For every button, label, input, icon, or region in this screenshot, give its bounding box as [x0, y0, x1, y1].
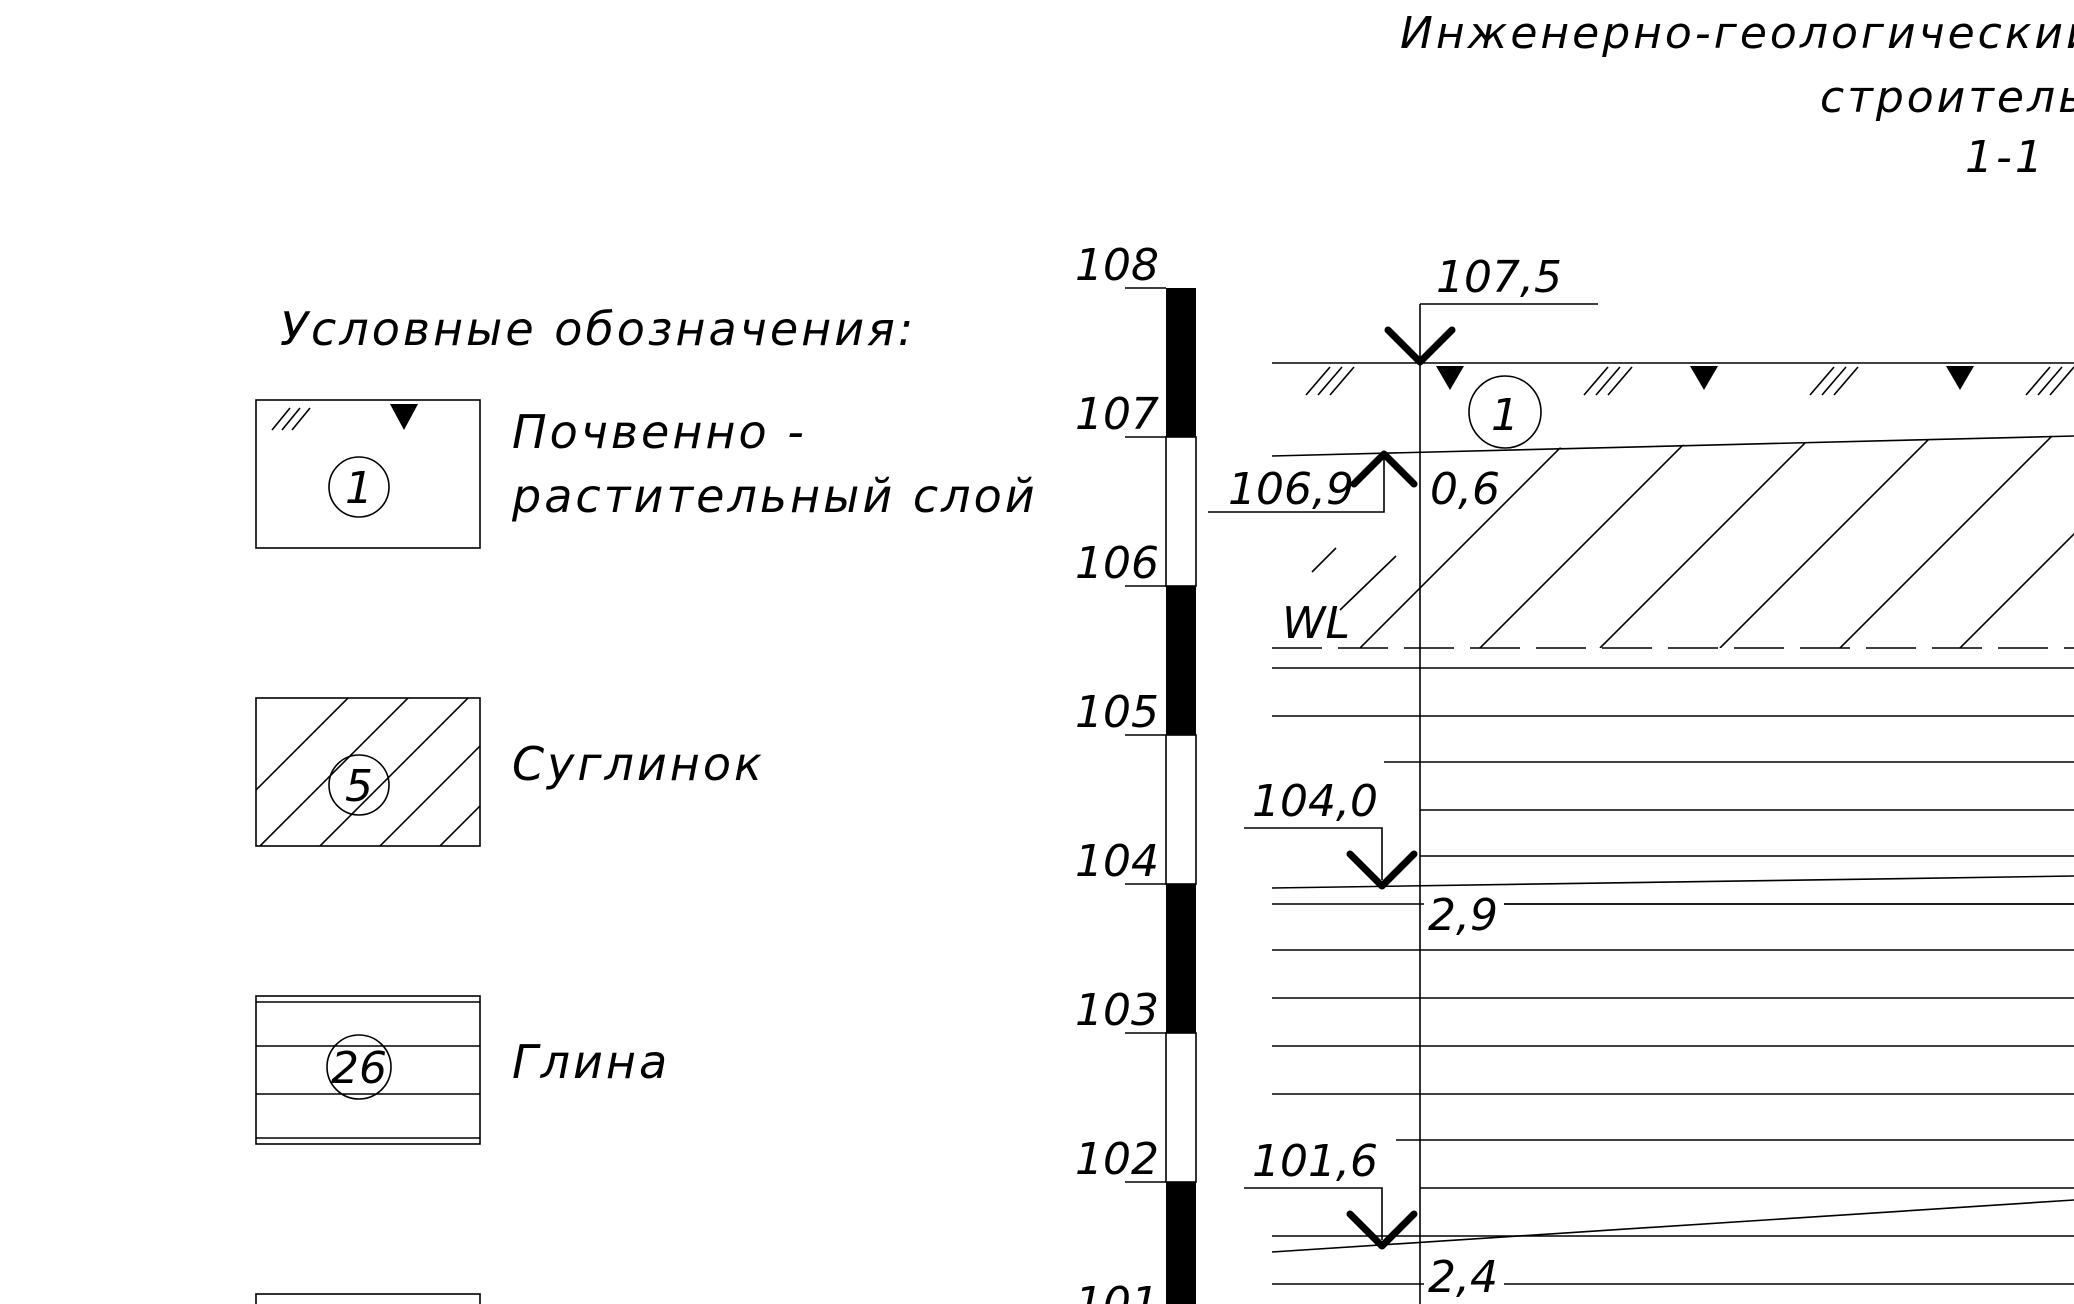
thickness-label: 2,9 [1428, 890, 1498, 941]
scale-label: 106 [1075, 538, 1159, 589]
elevation-label: 107,5 [1436, 252, 1562, 303]
loam-hatch-area [1360, 436, 2074, 648]
soil-hatch-icon [1305, 366, 1355, 396]
soil-hatch-icon [2025, 366, 2074, 396]
title-line-3: 1-1 [1965, 132, 2046, 183]
legend-label-soil-line-1: Почвенно - [512, 405, 807, 459]
legend-swatch-clay [255, 995, 481, 1145]
soil-symbols [1305, 366, 2074, 396]
title-line-2: строитель [1820, 72, 2074, 123]
title-line-1: Инженерно-геологический [1400, 8, 2074, 59]
legend-swatch-soil [255, 399, 481, 549]
scale-segment-light [1165, 734, 1197, 885]
legend-swatch-partial [255, 1293, 481, 1304]
thickness-label: 0,6 [1430, 464, 1500, 515]
elevation-label: 101,6 [1252, 1136, 1378, 1187]
scale-label: 103 [1075, 985, 1159, 1036]
elevation-marker: 104,0 [1244, 776, 1418, 890]
grass-tuft-icon [390, 404, 418, 430]
legend-marker-26 [326, 1034, 392, 1100]
elevation-marker: 106,9 [1208, 450, 1418, 515]
geological-section: 1 WL [1208, 252, 2074, 1304]
clay-hatch-icon [256, 1001, 480, 1139]
soil-hatch-icon [1809, 366, 1859, 396]
grass-tuft-icon [1436, 366, 1464, 390]
elevation-arrow-up-icon [1350, 450, 1418, 488]
scale-segment-light [1165, 436, 1197, 587]
legend-label-loam: Суглинок [512, 737, 765, 791]
loam-hatch-stub [1339, 555, 1397, 611]
scale-label: 101 [1075, 1278, 1159, 1304]
elevation-arrow-down-icon [1384, 326, 1456, 366]
grass-tuft-icon [1690, 366, 1718, 390]
legend-number-1: 1 [345, 463, 373, 514]
scale-segment-dark [1166, 586, 1196, 735]
loam-hatch-stub [1311, 547, 1337, 573]
scale-ticks [1125, 287, 1166, 1183]
water-level-label: WL [1282, 598, 1350, 649]
scale-label: 102 [1075, 1134, 1159, 1185]
elevation-arrow-down-icon [1346, 1210, 1418, 1250]
layer-boundary [1271, 875, 2074, 889]
scale-segment-dark [1166, 1182, 1196, 1304]
scale-segment-dark [1166, 288, 1196, 437]
drawing-title: Инженерно-геологический строитель 1-1 [1400, 8, 2074, 183]
thickness-label: 2,4 [1428, 1252, 1498, 1303]
elevation-scale: 108 107 106 105 104 103 102 101 [1075, 240, 1197, 1304]
elevation-marker: 101,6 [1244, 1136, 1418, 1250]
scale-label: 107 [1075, 389, 1159, 440]
loam-hatch-icon [256, 698, 480, 846]
layer-marker-1 [1468, 375, 1542, 449]
elevation-marker: 107,5 [1384, 252, 1598, 366]
scale-segment-light [1165, 1032, 1197, 1183]
scale-label: 104 [1075, 836, 1159, 887]
legend-label-soil-line-2: растительный слой [511, 469, 1038, 523]
elevation-label: 106,9 [1228, 464, 1354, 515]
legend-item-clay: 26 Глина [255, 995, 670, 1145]
elevation-arrow-down-icon [1346, 850, 1418, 890]
scale-label: 105 [1075, 687, 1159, 738]
soil-hatch-icon [1583, 366, 1633, 396]
legend-item-soil: 1 Почвенно - растительный слой [255, 399, 1038, 549]
layer-boundary [1271, 1199, 2074, 1253]
layer-boundary [1271, 435, 2074, 457]
layer-number: 1 [1491, 390, 1519, 441]
legend-number-26: 26 [331, 1043, 387, 1094]
scale-segment-dark [1166, 884, 1196, 1033]
scale-label: 108 [1075, 240, 1159, 291]
legend-swatch-loam [255, 697, 481, 847]
legend-label-clay: Глина [512, 1035, 670, 1089]
grass-tuft-icon [1946, 366, 1974, 390]
legend-heading: Условные обозначения: [280, 302, 916, 356]
legend-number-5: 5 [345, 761, 373, 812]
legend-item-loam: 5 Суглинок [255, 697, 765, 847]
clay-hatch-area [1272, 667, 2074, 1285]
legend-marker-1 [328, 456, 390, 518]
soil-hatch-icon [271, 407, 311, 431]
legend: Условные обозначения: 1 Почвенно - расти… [255, 302, 1038, 1304]
elevation-label: 104,0 [1252, 776, 1378, 827]
legend-marker-5 [328, 754, 390, 816]
